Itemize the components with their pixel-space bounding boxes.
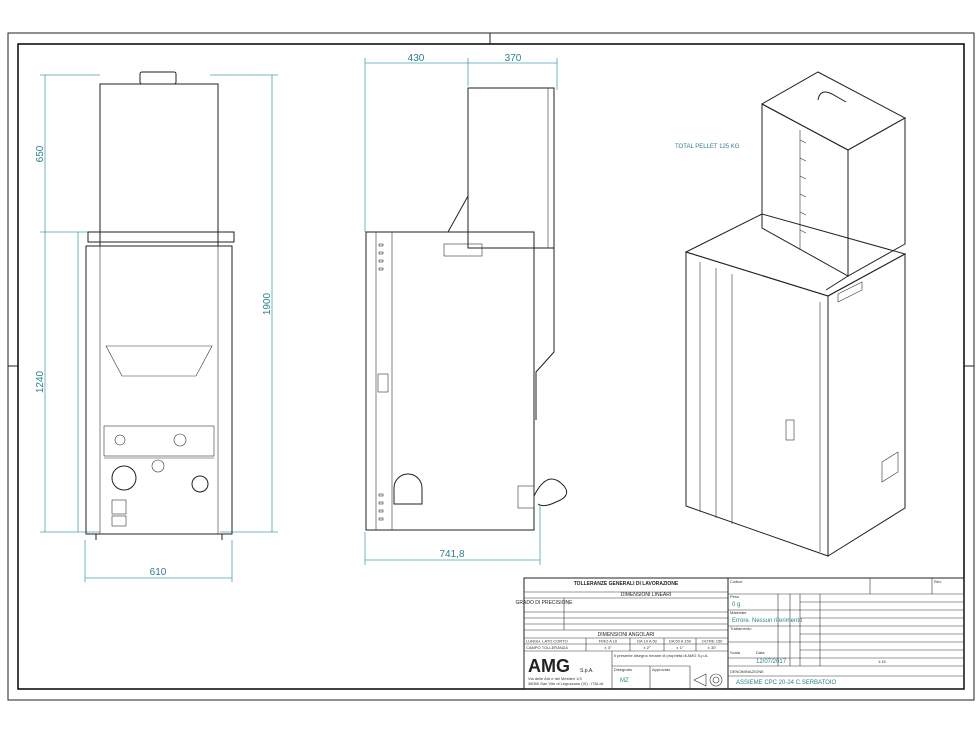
company-logo: AMG [528, 656, 570, 676]
inner-frame [17, 43, 965, 690]
date-value: 12/07/2017 [756, 659, 787, 665]
stove-face-right [827, 253, 906, 557]
iso-panel [881, 451, 899, 483]
dim-width-text: 610 [150, 567, 167, 578]
description-value: ASSIEME CPC 20-24 C.SERBATOIO [736, 680, 836, 686]
ash-door [393, 473, 423, 505]
vent-slots [378, 243, 384, 521]
angular-val-3: ± 1° [676, 645, 684, 650]
angular-col-2: DA 10 A 50 [637, 639, 658, 644]
code-label: Codice [730, 579, 743, 584]
angular-val-1: ± 3° [604, 645, 612, 650]
scale-label: Scala [730, 650, 741, 655]
stove-face-front [685, 251, 829, 557]
grade-label: GRADO DI PRECISIONE [516, 600, 574, 606]
treatment-label: Trattamento [730, 626, 752, 631]
dim-right-top-text: 370 [505, 53, 522, 64]
side-latch [377, 373, 389, 393]
dim-total-height-text: 1900 [262, 292, 273, 315]
stove-body-front [85, 245, 233, 535]
side-handle [443, 243, 483, 257]
side-view: 430 370 741,8 [364, 53, 568, 565]
hopper-funnel [105, 345, 213, 377]
weight-label: Peso [730, 594, 740, 599]
fan-motor [111, 465, 137, 491]
angular-col-1: FINO A 10 [599, 639, 618, 644]
material-value: Errore. Nessun riferimento [732, 618, 803, 624]
outer-frame [7, 32, 975, 701]
length-label: LUNGH. LATO CORTO [526, 639, 568, 644]
stove-body-side [365, 231, 535, 531]
hopper-lid-handle [817, 91, 847, 103]
pellet-capacity-label: TOTAL PELLET 125 KG [675, 144, 740, 150]
hopper-side [467, 87, 555, 249]
angular-col-4: OLTRE 150 [702, 639, 724, 644]
dim-body-height-text: 1240 [35, 370, 46, 393]
isometric-view: TOTAL PELLET 125 KG [675, 71, 907, 557]
approved-label: Approvato [652, 667, 671, 672]
hopper-face-left [761, 103, 849, 277]
material-label: Materiale [730, 610, 747, 615]
hopper-handle [139, 71, 177, 85]
angular-val-2: ± 2° [643, 645, 651, 650]
dim-depth-text: 741,8 [439, 549, 464, 560]
hopper-front [99, 83, 219, 247]
weight-value: 0 g [732, 602, 740, 608]
power-cable [533, 478, 568, 507]
date-label: Data [756, 650, 765, 655]
iso-latch [785, 419, 795, 441]
hopper-lid [760, 71, 907, 151]
hopper-flange [87, 231, 235, 243]
lid-prop [447, 195, 469, 233]
title-block: TOLLERANZE GENERALI DI LAVORAZIONE DIMEN… [516, 577, 965, 690]
designer-value: MZ [620, 678, 629, 684]
projection-symbol [693, 673, 723, 687]
dim-top-height-text: 650 [35, 145, 46, 162]
hopper-chute [535, 248, 555, 420]
rev-label: Rev. [934, 579, 942, 584]
stove-top [684, 213, 907, 297]
description-label: DENOMINAZIONE [730, 669, 764, 674]
hopper-face-right [847, 117, 906, 277]
angular-val-4: ± 30' [708, 645, 717, 650]
designer-label: Disegnato [614, 667, 633, 672]
front-view: 610 650 1240 1900 [35, 71, 278, 582]
address-line-1: Via delle Arti e dei Mestieri 1/3 [528, 676, 583, 681]
dim-left-top-text: 430 [408, 53, 425, 64]
company-suffix: S.p.A. [580, 668, 594, 674]
ownership-note: Il presente disegno rimane di proprietà … [614, 653, 709, 658]
angular-header: DIMENSIONI ANGOLARI [598, 632, 655, 638]
address-line-2: 38050 San Vito di Leguzzano (VI) - ITALI… [528, 681, 604, 686]
iso-lid-prop [825, 275, 849, 291]
linear-header: DIMENSIONI LINEARI [621, 592, 672, 598]
tolerance-header: TOLLERANZE GENERALI DI LAVORAZIONE [574, 581, 679, 587]
angular-col-3: DA 50 A 150 [669, 639, 692, 644]
control-panel [103, 425, 215, 457]
iso-handle [837, 281, 863, 303]
scale-value: 1:15 [878, 659, 887, 664]
field-tolerance-label: CAMPO TOLLERANZA [526, 645, 568, 650]
